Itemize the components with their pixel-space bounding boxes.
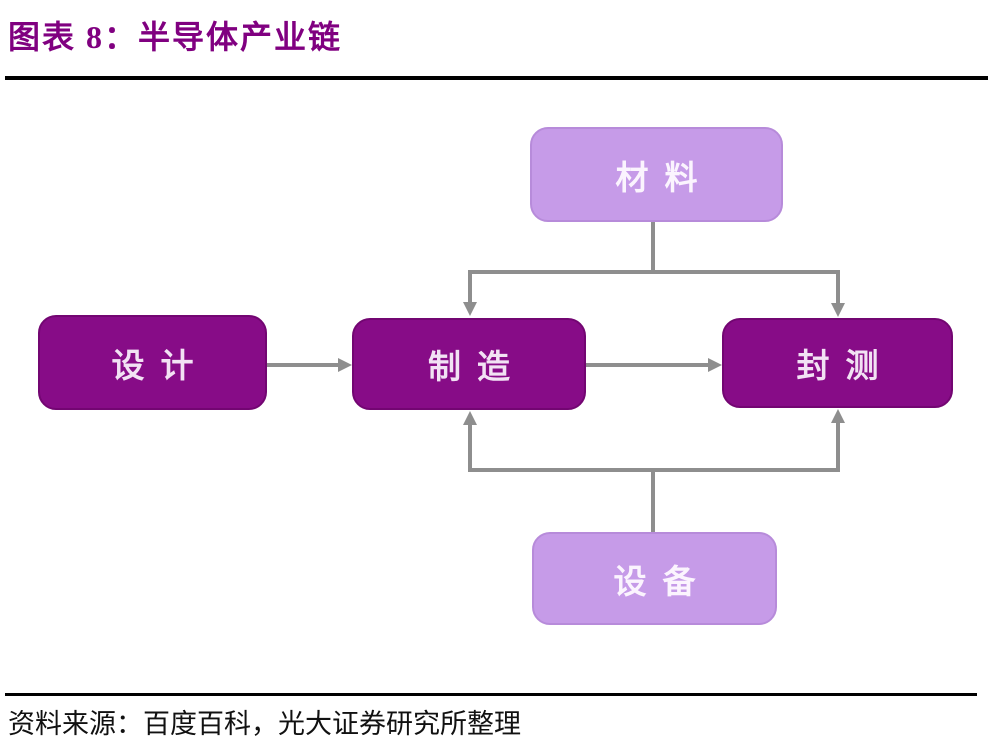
node-design: 设计: [38, 315, 267, 410]
node-manufacturing: 制造: [352, 318, 586, 410]
bottom-divider-rule: [5, 693, 977, 696]
arrow-right-into-packaging: [708, 358, 722, 372]
source-attribution: 资料来源：百度百科，光大证券研究所整理: [8, 709, 521, 739]
arrow-down-into-manufacturing: [463, 302, 477, 316]
arrow-right-into-manufacturing: [338, 358, 352, 372]
node-materials: 材料: [530, 127, 783, 222]
arrow-up-into-packaging: [831, 409, 845, 423]
node-packaging-testing: 封测: [722, 318, 953, 408]
node-equipment: 设备: [532, 532, 777, 625]
top-divider-rule: [5, 76, 988, 80]
arrow-up-into-manufacturing: [463, 411, 477, 425]
arrow-down-into-packaging: [831, 303, 845, 317]
figure-title: 图表 8：半导体产业链: [8, 19, 343, 55]
